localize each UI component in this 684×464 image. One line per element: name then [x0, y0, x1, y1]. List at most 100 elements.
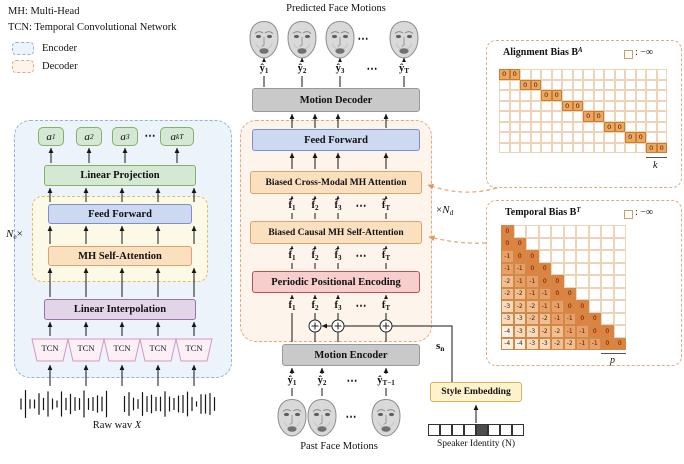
alignment-neginf-cell [509, 79, 520, 90]
temporal-bias-cell: -1 [501, 262, 514, 275]
temporal-neginf-cell [601, 287, 614, 300]
alignment-neginf-cell [530, 132, 541, 143]
alignment-neginf-cell [509, 90, 520, 101]
past-face-motions-title: Past Face Motions [300, 441, 378, 452]
temporal-neginf-cell [513, 225, 526, 238]
alignment-neginf-cell [509, 142, 520, 153]
temporal-bias-cell: -2 [526, 312, 539, 325]
alignment-zero-cell: 0 [572, 100, 583, 111]
alignment-neginf-cell [520, 132, 531, 143]
temporal-bias-cell: -1 [538, 287, 551, 300]
alignment-neginf-cell [509, 132, 520, 143]
temporal-bias-cell: -2 [501, 287, 514, 300]
face-image [287, 21, 317, 59]
alignment-neginf-cell [520, 69, 531, 80]
temporal-bias-cell: -2 [563, 337, 576, 350]
past-label-2: ŷ2 [311, 374, 333, 388]
alignment-neginf-cell [635, 100, 646, 111]
alignment-zero-cell: 0 [646, 142, 657, 153]
alignment-neginf-cell [593, 121, 604, 132]
alignment-neginf-cell [520, 100, 531, 111]
temporal-neginf-cell [588, 237, 601, 250]
temporal-neginf-cell [576, 275, 589, 288]
legend-encoder-swatch [12, 42, 34, 55]
temporal-bias-cell: -3 [526, 325, 539, 338]
predicted-label-dots: ⋯ [366, 63, 378, 75]
alignment-neginf-cell [562, 79, 573, 90]
alignment-neginf-cell [593, 100, 604, 111]
alignment-neginf-cell [604, 100, 615, 111]
temporal-neginf-cell [601, 262, 614, 275]
causal-self-attention-block: Biased Causal MH Self-Attention [250, 221, 422, 244]
tcn-label: TCN [41, 343, 59, 353]
alignment-zero-cell: 0 [520, 79, 531, 90]
alignment-neginf-cell [646, 132, 657, 143]
k-bracket [646, 157, 667, 158]
alignment-neginf-cell [530, 69, 541, 80]
alignment-neginf-cell [499, 111, 510, 122]
alignment-neginf-cell [583, 79, 594, 90]
temporal-bias-cell: 0 [513, 250, 526, 263]
temporal-neginf-cell [601, 300, 614, 313]
alignment-neginf-cell [562, 111, 573, 122]
alignment-neginf-cell [562, 121, 573, 132]
tcn-label: TCN [185, 343, 203, 353]
alignment-zero-cell: 0 [551, 90, 562, 101]
temporal-neginf-cell [538, 225, 551, 238]
alignment-neginf-cell [499, 121, 510, 132]
f-label-2: f2 [304, 299, 326, 313]
alignment-neginf-cell [656, 132, 667, 143]
alignment-neginf-cell [614, 79, 625, 90]
alignment-neginf-cell [614, 142, 625, 153]
mh-self-attention-block: MH Self-Attention [48, 246, 192, 266]
tcn-block: TCN [102, 338, 142, 362]
alignment-neginf-cell [499, 132, 510, 143]
temporal-neginf-cell [588, 225, 601, 238]
past-faces-dots: ⋯ [345, 411, 357, 423]
alignment-neginf-cell [509, 100, 520, 111]
alignment-neginf-cell [604, 79, 615, 90]
alignment-zero-cell: 0 [604, 121, 615, 132]
face-image [249, 21, 279, 59]
decoder-feed-forward-block: Feed Forward [252, 129, 420, 151]
alignment-neginf-cell [551, 121, 562, 132]
temporal-neginf-cell [613, 250, 626, 263]
temporal-neginf-cell [551, 250, 564, 263]
temporal-neginf-cell [601, 312, 614, 325]
alignment-neginf-cell [541, 69, 552, 80]
temporal-bias-cell: 0 [613, 337, 626, 350]
alignment-neginf-cell [583, 132, 594, 143]
legend-mh: MH: Multi-Head [8, 6, 80, 17]
onehot-cell [512, 424, 524, 436]
temporal-bias-cell: 0 [526, 262, 539, 275]
alignment-zero-cell: 0 [562, 100, 573, 111]
tcn-label: TCN [113, 343, 131, 353]
predicted-faces-dots: ⋯ [357, 33, 369, 45]
ftilde-label-dots: ⋯ [355, 200, 367, 212]
face-image [371, 399, 401, 437]
temporal-bias-cell: -1 [563, 312, 576, 325]
alignment-neginf-cell [625, 69, 636, 80]
tcn-label: TCN [149, 343, 167, 353]
temporal-bias-cell: 0 [501, 225, 514, 238]
alignment-zero-cell: 0 [509, 69, 520, 80]
alignment-neginf-cell [646, 90, 657, 101]
speaker-identity-label: Speaker Identity (N) [436, 439, 516, 449]
alignment-neginf-cell [625, 121, 636, 132]
temporal-neginf-cell [563, 225, 576, 238]
temporal-bias-title: Temporal Bias BT [505, 207, 581, 219]
temporal-neginf-cell [613, 262, 626, 275]
temporal-neginf-cell [551, 262, 564, 275]
alignment-neginf-cell [614, 69, 625, 80]
alignment-neginf-cell [509, 111, 520, 122]
alignment-neginf-cell [499, 100, 510, 111]
temporal-neginf-cell [576, 287, 589, 300]
tcn-shape [175, 338, 213, 362]
alignment-neginf-cell [530, 121, 541, 132]
ftilde-label-3: f̃3 [327, 199, 349, 213]
temporal-neginf-cell [551, 237, 564, 250]
alignment-neginf-cell [572, 90, 583, 101]
